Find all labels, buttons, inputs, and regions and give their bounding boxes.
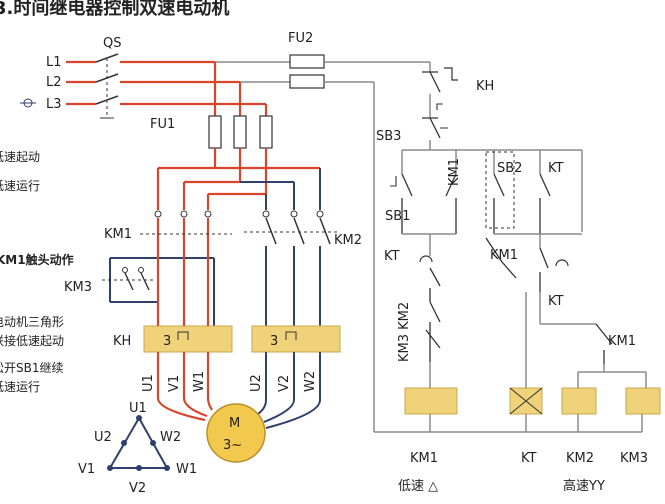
coil-km3 [625,387,661,415]
phase-label-l3: L3 [46,97,62,112]
fu2-label: FU2 [288,31,313,46]
kh-ctrl-label: KH [476,79,494,94]
fu1-label: FU1 [150,117,175,132]
kt-left-label: KT [384,249,400,264]
note-release-sb1: 松开SB1继续 [0,361,64,375]
coil-label-km2: KM2 [566,451,594,466]
fu1-fuse-1 [208,115,222,149]
sb1-label: SB1 [385,209,410,224]
note-low-speed-start: 低速起动 [0,150,40,164]
coil-label-km3: KM3 [620,451,648,466]
km3-main-label: KM3 [64,280,92,295]
kt-right-label: KT [548,294,564,309]
delta-label-w2: W2 [160,430,181,445]
thermal-relay-1-number: 3 [163,334,171,349]
km1-main-label: KM1 [104,227,132,242]
fu1-fuse-3 [259,115,273,149]
terminal-w2: W2 [303,371,318,392]
thermal-relay-2-number: 3 [270,334,278,349]
diagram-title: 3.时间继电器控制双速电动机 [0,0,229,19]
control-circuit: KH SB3 SB1 KM1 SB2 KT KT [374,62,661,494]
delta-label-u2: U2 [94,430,112,445]
sb2-label: SB2 [497,161,522,176]
km1-aux-top-label: KM1 [447,158,462,186]
fu2-fuse-1 [289,54,325,69]
km3-km2-label: KM3 KM2 [397,302,412,362]
delta-winding: U1 U2 W2 V1 W1 V2 [78,401,197,496]
phase-label-l1: L1 [46,55,62,70]
km1-right-label: KM1 [608,334,636,349]
phase-label-l2: L2 [46,75,62,90]
terminal-v1: V1 [167,375,182,392]
note-low-speed-run: 低速运行 [0,179,40,193]
terminal-w1: W1 [192,371,207,392]
km1-mid-label: KM1 [490,248,518,263]
delta-label-v1: V1 [78,462,95,477]
fu1-fuse-2 [233,115,247,149]
terminal-u2: U2 [249,374,264,392]
delta-label-w1: W1 [176,462,197,477]
main-circuit: L1 L2 L3 QS FU2 FU1 [20,31,430,496]
km2-main-label: KM2 [334,233,362,248]
motor-symbol [206,403,266,463]
qs-label: QS [103,36,121,51]
high-speed-label: 高速YY [563,478,605,494]
terminal-u1: U1 [141,374,156,392]
motor-sub-label: 3~ [223,438,242,453]
note-motor-delta: 电动机三角形 [0,315,64,329]
coil-label-km1: KM1 [410,451,438,466]
coil-km2 [561,387,597,415]
sb3-label: SB3 [376,129,401,144]
kt-top-label: KT [548,161,564,176]
delta-label-v2: V2 [129,481,146,496]
note-continue-low-run: 低速运行 [0,380,40,394]
coil-km1 [404,387,458,415]
kh-main-label: KH [113,334,131,349]
coil-label-kt: KT [521,451,537,466]
fu2-fuse-2 [289,74,325,89]
delta-label-u1: U1 [129,401,147,416]
ground-icon [23,98,33,108]
motor-label: M [229,416,240,431]
note-km1-contact-action: KM1触头动作 [0,252,74,267]
terminal-v2: V2 [277,375,292,392]
low-speed-label: 低速 △ [398,479,438,494]
note-delta-low-start: 联接低速起动 [0,333,64,348]
